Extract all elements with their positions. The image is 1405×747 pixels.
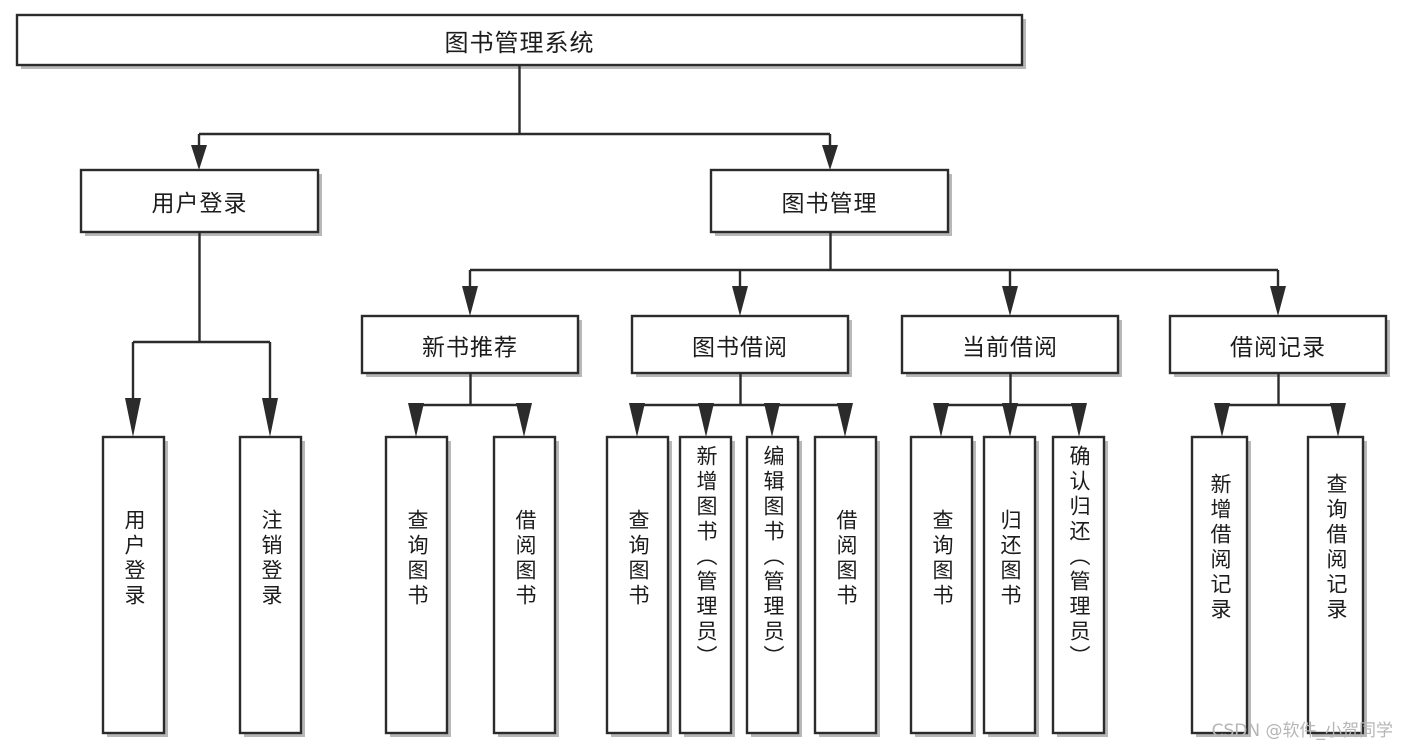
arrowhead-leaf-user-logout [262,398,278,437]
node-leaf-confirm-return[interactable] [1051,435,1108,737]
arrowhead-leaf-borrow-book-1 [516,403,532,437]
leaf-query-record-box [1306,435,1365,735]
node-leaf-query-book-1[interactable] [384,435,451,737]
leaf-add-book-box [678,435,733,735]
node-book-manage[interactable] [709,168,952,236]
leaf-user-login-box [101,435,166,735]
leaf-add-record-box [1190,435,1249,735]
node-book-borrow[interactable] [630,314,852,377]
arrowhead-leaf-borrow-book-2 [837,403,853,437]
arrowhead-leaf-query-book-2 [629,403,645,437]
arrowhead-leaf-add-book [698,403,714,437]
leaf-borrow-book-2-box [813,435,878,735]
arrowhead-leaf-query-book-1 [408,403,424,437]
arrowhead-book-borrow [732,286,748,316]
arrowhead-new-book-recommend [462,286,478,316]
node-leaf-user-login[interactable] [101,435,168,737]
arrowhead-leaf-confirm-return [1071,403,1087,437]
node-leaf-borrow-book-2[interactable] [813,435,880,737]
arrowhead-borrow-record [1270,286,1286,316]
arrowhead-leaf-return-book [1002,403,1018,437]
leaf-user-logout-box [238,435,303,735]
leaf-query-book-2-box [605,435,670,735]
leaf-query-book-1-box [384,435,449,735]
arrowhead-leaf-query-record [1330,403,1346,437]
new-book-recommend-box [360,314,580,375]
node-user-login[interactable] [79,168,322,236]
node-current-borrow[interactable] [900,314,1122,377]
leaf-confirm-return-box [1051,435,1106,735]
leaf-return-book-box [982,435,1037,735]
arrowhead-current-borrow [1002,286,1018,316]
book-manage-box [709,168,950,234]
leaf-borrow-book-1-box [492,435,557,735]
arrowhead-leaf-add-record [1214,403,1230,437]
arrowhead-leaf-query-book-3 [933,403,949,437]
node-new-book-recommend[interactable] [360,314,582,377]
node-root[interactable] [15,13,1026,69]
arrowhead-book-manage [822,145,838,170]
borrow-record-box [1168,314,1388,375]
node-leaf-add-book[interactable] [678,435,735,737]
node-leaf-query-book-3[interactable] [909,435,976,737]
node-leaf-edit-book[interactable] [745,435,802,737]
arrowhead-leaf-edit-book [764,403,780,437]
node-borrow-record[interactable] [1168,314,1390,377]
arrowhead-leaf-user-login [125,398,141,437]
arrowhead-user-login [191,145,207,170]
book-borrow-box [630,314,850,375]
leaf-query-book-3-box [909,435,974,735]
node-leaf-query-book-2[interactable] [605,435,672,737]
node-leaf-borrow-book-1[interactable] [492,435,559,737]
node-leaf-return-book[interactable] [982,435,1039,737]
node-leaf-user-logout[interactable] [238,435,305,737]
node-leaf-query-record[interactable] [1306,435,1367,737]
current-borrow-box [900,314,1120,375]
root-box [15,13,1024,67]
leaf-edit-book-box [745,435,800,735]
user-login-box [79,168,320,234]
node-leaf-add-record[interactable] [1190,435,1251,737]
csdn-watermark: CSDN @软件_小贺同学 [1211,721,1393,741]
